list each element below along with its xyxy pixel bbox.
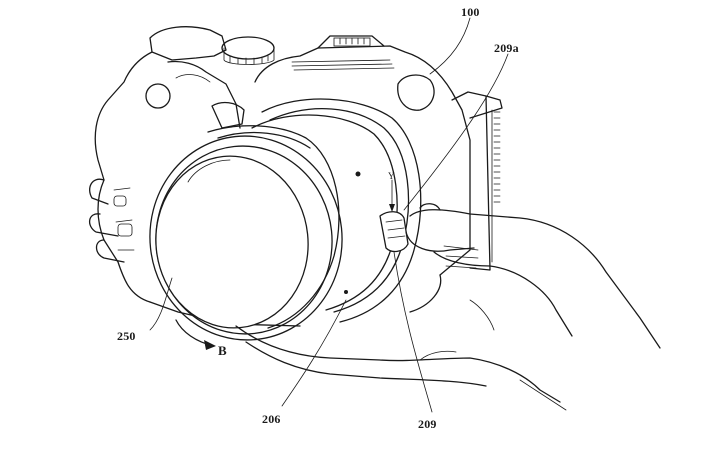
reference-label-206: 206 <box>262 412 281 426</box>
reference-label-209: 209 <box>418 417 437 431</box>
left-hand <box>89 178 135 263</box>
leader-lines <box>149 17 509 413</box>
index-mark-label: Y <box>388 171 395 181</box>
reference-label-209a: 209a <box>494 41 519 55</box>
reference-label-250: 250 <box>117 329 136 343</box>
lens-assembly <box>149 98 422 341</box>
reference-label-b: B <box>218 343 227 358</box>
right-hand <box>235 203 661 411</box>
rotation-arrow-b <box>175 319 216 350</box>
reference-label-100: 100 <box>461 5 480 19</box>
